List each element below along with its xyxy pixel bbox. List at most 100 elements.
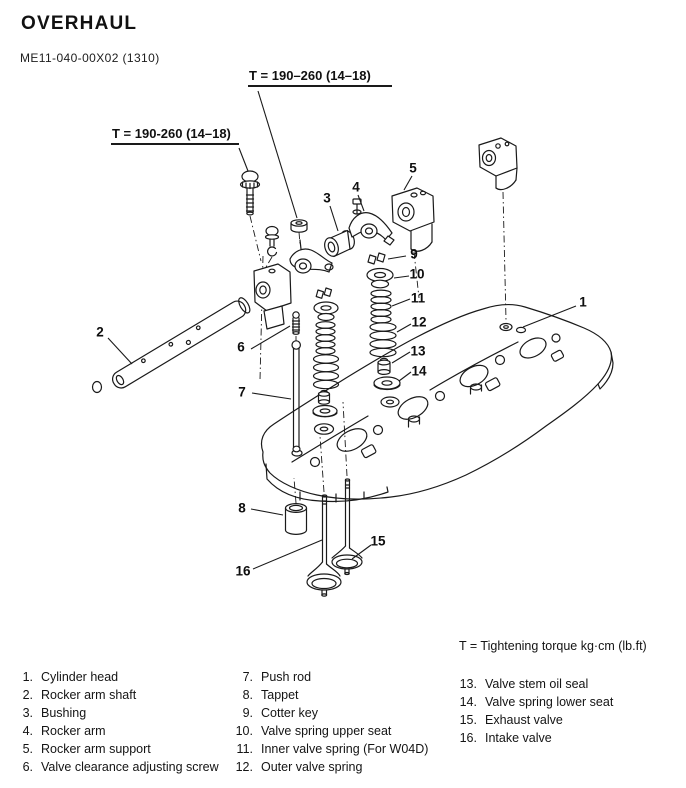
torque-callout-left: T = 190-260 (14–18)	[111, 126, 239, 145]
legend-item-label: Tappet	[261, 688, 299, 702]
cylinder-head-drawing	[260, 303, 614, 503]
callout-2-leader	[107, 337, 133, 365]
legend-item-label: Rocker arm shaft	[41, 688, 137, 702]
callout-12-leader	[396, 323, 412, 333]
legend-item-16: 16. Intake valve	[446, 729, 613, 747]
legend-item-12: 12.Outer valve spring	[224, 758, 428, 776]
callout-15-leader	[351, 544, 372, 560]
callout-7-leader	[251, 392, 292, 400]
callout-number-5: 5	[409, 161, 417, 176]
left-spring-stack-drawing	[312, 287, 340, 418]
legend-item-1: 1. Cylinder head	[12, 668, 219, 686]
legend-item-label: Bushing	[41, 706, 87, 720]
callout-number-3: 3	[323, 191, 331, 206]
callout-11-leader	[391, 298, 411, 307]
legend-item-number: 8.	[242, 688, 253, 702]
legend-item-label: Intake valve	[485, 731, 552, 745]
rocker-arm-support-rear-drawing	[478, 137, 518, 321]
legend-item-number: 1.	[22, 670, 33, 684]
callout-number-15: 15	[370, 534, 386, 549]
support-bolt-drawing	[264, 225, 280, 268]
torque-note: T = Tightening torque kg·cm (lb.ft)	[459, 639, 647, 653]
callout-number-2: 2	[96, 325, 104, 340]
legend-item-number: 15.	[459, 713, 477, 727]
callout-number-8: 8	[238, 501, 246, 516]
callout-10-leader	[393, 275, 410, 279]
torque-left-leader	[238, 147, 249, 172]
push-rod-drawing	[291, 340, 301, 453]
legend-item-label: Valve spring lower seat	[485, 695, 614, 709]
rocker-arm-shaft-drawing	[91, 297, 251, 394]
callout-13-leader	[391, 351, 411, 364]
legend-item-number: 10.	[235, 724, 253, 738]
legend-column-1: 1. Cylinder head 2. Rocker arm shaft 3. Bushi…	[12, 668, 219, 776]
lock-nut-drawing	[290, 219, 308, 245]
torque-callout-top: T = 190–260 (14–18)	[248, 68, 392, 87]
exhaust-valve-drawing	[331, 401, 363, 576]
legend-item-label: Cylinder head	[41, 670, 119, 684]
legend-item-2: 2. Rocker arm shaft	[12, 686, 219, 704]
page-title: OVERHAUL	[21, 13, 138, 34]
callout-1-leader	[522, 305, 577, 328]
legend-column-2: 7. Push rod 8. Tappet 9. Cotter key 10. Valve s…	[224, 668, 429, 776]
legend-item-number: 14.	[459, 695, 477, 709]
rocker-arm-support-drawing	[391, 187, 435, 299]
legend-item-14: 14. Valve spring lower seat	[446, 693, 614, 711]
doc-code: ME11-040-00X02 (1310)	[20, 51, 160, 65]
callout-number-16: 16	[235, 564, 251, 579]
legend-item-number: 9.	[242, 706, 253, 720]
legend-item-number: 13.	[459, 677, 477, 691]
legend-item-label: Exhaust valve	[485, 713, 563, 727]
legend-item-7: 7. Push rod	[224, 668, 428, 686]
rocker-arm-support-center-drawing	[253, 255, 292, 381]
legend-item-13: 13. Valve stem oil seal	[446, 675, 613, 693]
legend-item-number: 3.	[22, 706, 33, 720]
legend-item-label: Push rod	[261, 670, 312, 684]
legend-item-label: Valve clearance adjusting screw	[41, 760, 219, 774]
callout-number-4: 4	[352, 180, 360, 195]
legend-item-number: 12.	[235, 760, 253, 774]
legend-item-9: 9. Cotter key	[224, 704, 428, 722]
legend-item-label: Valve spring upper seat	[261, 724, 392, 738]
callout-8-leader	[250, 508, 284, 516]
callout-number-11: 11	[411, 291, 426, 306]
right-spring-stack-drawing	[366, 252, 401, 391]
tappet-drawing	[284, 477, 308, 535]
legend-item-5: 5. Rocker arm support	[12, 740, 219, 758]
legend-item-label: Valve stem oil seal	[485, 677, 589, 691]
legend-item-4: 4.Rocker arm	[12, 722, 219, 740]
callout-16-leader	[252, 539, 323, 570]
callout-9-leader	[387, 255, 407, 260]
intake-valve-drawing	[306, 435, 342, 597]
legend-item-label: Rocker arm	[41, 724, 106, 738]
callout-14-leader	[398, 371, 412, 382]
callout-number-13: 13	[410, 344, 426, 359]
legend-item-number: 2.	[22, 688, 33, 702]
callout-4-leader	[357, 194, 365, 212]
legend-item-6: 6. Valve clearance adjusting screw	[12, 758, 219, 776]
legend-item-number: 7.	[242, 670, 253, 684]
callout-number-12: 12	[411, 315, 426, 330]
rocker-arm-drawing	[348, 198, 395, 246]
adjusting-screw-drawing	[291, 311, 301, 341]
callout-3-leader	[329, 205, 339, 232]
legend-item-number: 6.	[22, 760, 33, 774]
legend-item-number: 5.	[22, 742, 33, 756]
callout-number-7: 7	[238, 385, 246, 400]
legend-column-3: 13. Valve stem oil seal 14. Valve spring lo…	[446, 675, 614, 747]
legend-item-3: 3. Bushing	[12, 704, 219, 722]
legend-item-15: 15. Exhaust valve	[446, 711, 613, 729]
legend-item-number: 16.	[459, 731, 477, 745]
legend-item-11: 11.Inner valve spring (For W04D)	[224, 740, 429, 758]
legend-item-label: Inner valve spring (For W04D)	[261, 742, 429, 756]
rocker-arm-center-drawing	[289, 239, 334, 274]
torque-top-leader	[257, 90, 298, 219]
legend-item-label: Cotter key	[261, 706, 318, 720]
mount-bolt-drawing	[239, 170, 262, 262]
legend-item-label: Rocker arm support	[41, 742, 151, 756]
legend-item-8: 8. Tappet	[224, 686, 428, 704]
callout-5-leader	[403, 175, 413, 191]
